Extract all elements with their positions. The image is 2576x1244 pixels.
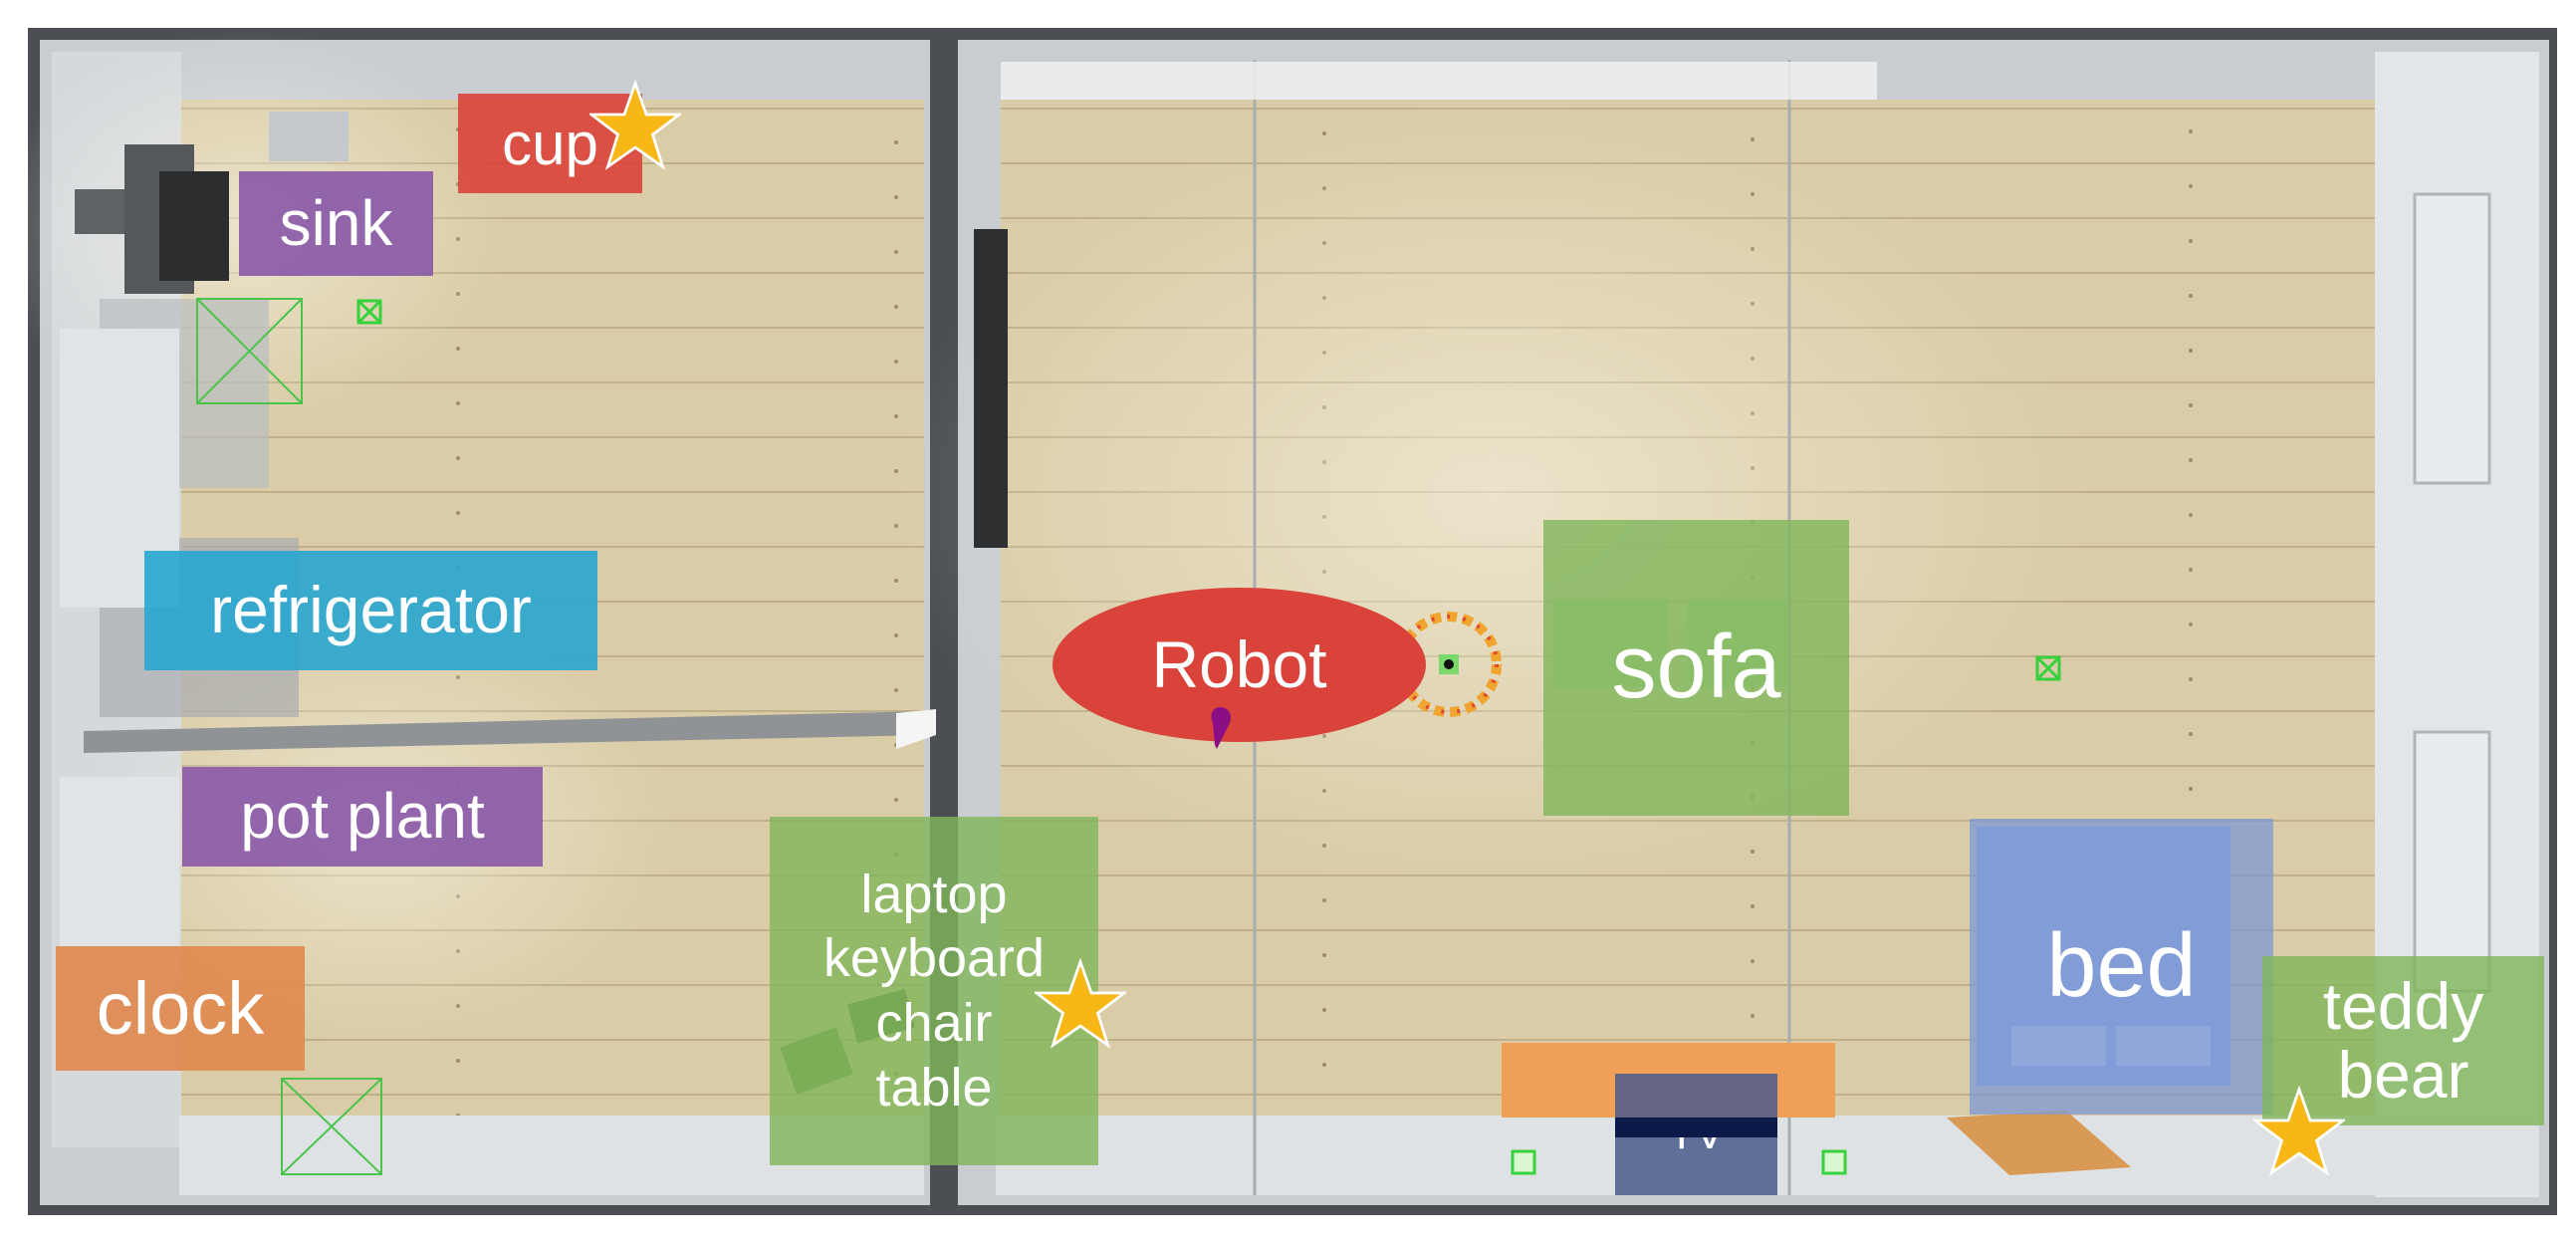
waypoint-marker-icon — [2035, 655, 2061, 681]
cup-label: cup — [458, 94, 642, 193]
goal-star-icon — [589, 80, 681, 170]
tv-screen — [1615, 1118, 1777, 1137]
laptop-text: laptop — [860, 864, 1008, 924]
goal-star-icon — [2253, 1086, 2345, 1176]
clock-label: clock — [56, 946, 305, 1071]
goal-star-icon — [1035, 958, 1126, 1049]
teddy-bear-label: teddy bear — [2262, 956, 2544, 1125]
keyboard-text: keyboard — [822, 928, 1046, 989]
waypoint-marker-icon — [356, 299, 382, 325]
pot-plant-label: pot plant — [182, 767, 543, 867]
sofa-label: sofa — [1543, 520, 1849, 816]
teddy-text: teddy — [2322, 968, 2484, 1043]
laptop-group-label: laptop keyboard chair table — [770, 817, 1098, 1165]
bear-text: bear — [2337, 1038, 2469, 1112]
bed-label: bed — [1970, 819, 2273, 1115]
sink-label: sink — [239, 171, 433, 276]
waypoint-marker-icon — [1511, 1149, 1536, 1175]
robot-pointer-icon — [1211, 707, 1231, 749]
waypoint-marker-icon — [1821, 1149, 1847, 1175]
robot-label: Robot — [1053, 588, 1426, 742]
chair-text: chair — [875, 993, 993, 1053]
table-text: table — [875, 1057, 993, 1118]
refrigerator-label: refrigerator — [144, 551, 597, 670]
